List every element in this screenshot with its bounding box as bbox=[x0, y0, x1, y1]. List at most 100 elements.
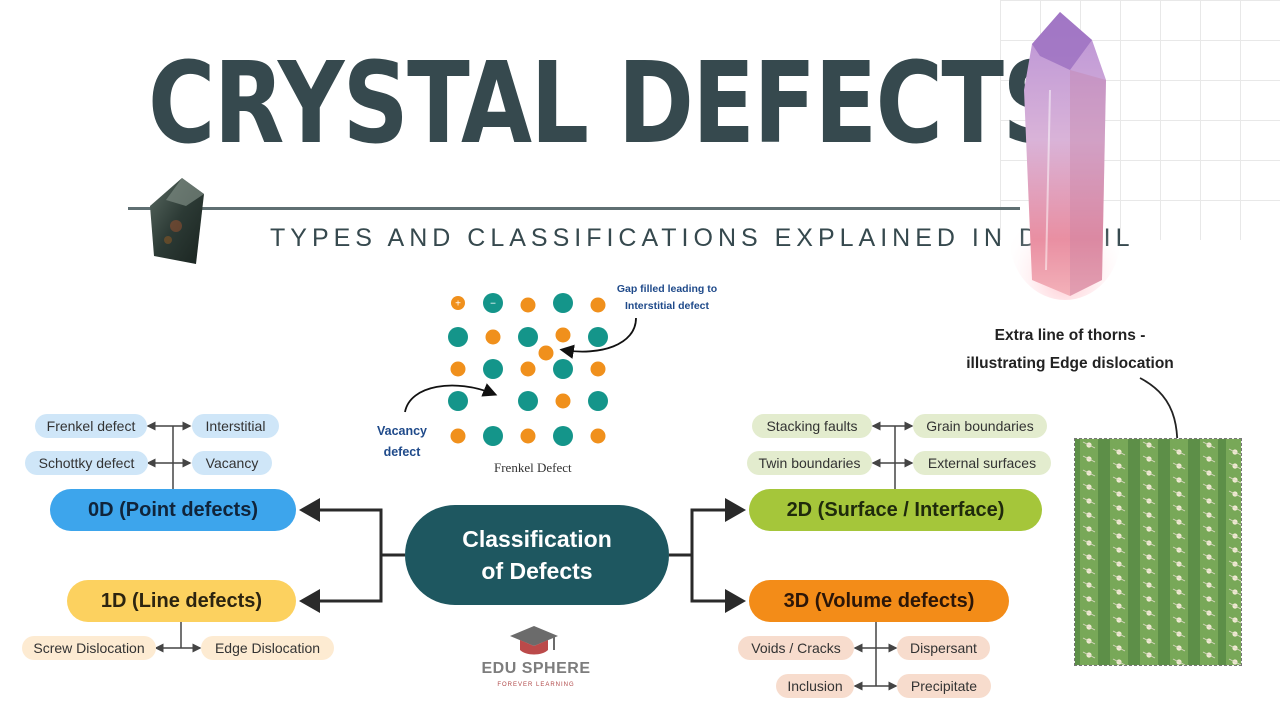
cactus-spine bbox=[1142, 469, 1156, 477]
cactus-spine bbox=[1202, 455, 1216, 463]
minus-sign-icon: − bbox=[490, 299, 496, 310]
cactus-spine bbox=[1082, 469, 1096, 477]
cactus-spine bbox=[1228, 574, 1241, 582]
cactus-spine bbox=[1202, 651, 1216, 659]
cactus-spine bbox=[1142, 637, 1156, 645]
cactus-spine bbox=[1202, 609, 1216, 617]
brand-tagline: FOREVER LEARNING bbox=[497, 682, 575, 688]
cactus-spine bbox=[1172, 630, 1186, 638]
lattice-atom bbox=[520, 361, 536, 377]
cactus-spine bbox=[1112, 616, 1126, 624]
cactus-spine bbox=[1142, 609, 1156, 617]
cactus-spine bbox=[1082, 609, 1096, 617]
cactus-spine bbox=[1172, 546, 1186, 554]
cactus-spine bbox=[1172, 490, 1186, 498]
cactus-spine bbox=[1228, 644, 1241, 652]
cactus-spine bbox=[1112, 490, 1126, 498]
lattice-atom bbox=[590, 361, 606, 377]
cactus-spine bbox=[1228, 630, 1241, 638]
cactus-spine bbox=[1142, 525, 1156, 533]
interstitial-atom bbox=[538, 345, 554, 361]
lattice-atom bbox=[553, 426, 573, 446]
cactus-spine bbox=[1082, 511, 1096, 519]
cactus-spine bbox=[1228, 476, 1241, 484]
lattice-atom bbox=[518, 327, 538, 347]
cactus-spine bbox=[1172, 448, 1186, 456]
cactus-rib bbox=[1200, 439, 1218, 665]
category-3d-volume-defects: 3D (Volume defects) bbox=[749, 580, 1009, 622]
cactus-spine bbox=[1082, 581, 1096, 589]
lattice-atom bbox=[450, 428, 466, 444]
lattice-atom bbox=[485, 329, 501, 345]
cactus-spine bbox=[1082, 651, 1096, 659]
cactus-spine bbox=[1172, 616, 1186, 624]
item-twin-boundaries: Twin boundaries bbox=[747, 451, 872, 475]
lattice-atom bbox=[590, 428, 606, 444]
cactus-spine bbox=[1172, 588, 1186, 596]
cactus-spine bbox=[1172, 602, 1186, 610]
category-2d-surface-interface: 2D (Surface / Interface) bbox=[749, 489, 1042, 531]
cactus-spine bbox=[1142, 595, 1156, 603]
cactus-spine bbox=[1172, 644, 1186, 652]
cactus-spine bbox=[1112, 462, 1126, 470]
cactus-spine bbox=[1142, 651, 1156, 659]
cactus-spine bbox=[1172, 560, 1186, 568]
cactus-spine bbox=[1112, 574, 1126, 582]
lattice-atom bbox=[483, 293, 503, 313]
cactus-spine bbox=[1202, 553, 1216, 561]
cactus-spine bbox=[1142, 455, 1156, 463]
lattice-atom bbox=[588, 327, 608, 347]
item-schottky-defect: Schottky defect bbox=[25, 451, 148, 475]
cactus-spine bbox=[1112, 560, 1126, 568]
cactus-spine bbox=[1082, 595, 1096, 603]
cactus-spine bbox=[1172, 574, 1186, 582]
cactus-spine bbox=[1202, 623, 1216, 631]
category-1d-line-defects: 1D (Line defects) bbox=[67, 580, 296, 622]
cactus-spine bbox=[1112, 658, 1126, 665]
cactus-spine bbox=[1082, 497, 1096, 505]
cactus-spine bbox=[1202, 525, 1216, 533]
item-screw-dislocation: Screw Dislocation bbox=[22, 636, 156, 660]
cactus-spine bbox=[1112, 630, 1126, 638]
cactus-spine bbox=[1228, 616, 1241, 624]
lattice-atom bbox=[588, 391, 608, 411]
cactus-spine bbox=[1202, 539, 1216, 547]
cactus-spine bbox=[1112, 602, 1126, 610]
lattice-atom bbox=[518, 391, 538, 411]
item-inclusion: Inclusion bbox=[776, 674, 854, 698]
frenkel-lattice: +− bbox=[448, 293, 608, 446]
cactus-spine bbox=[1142, 483, 1156, 491]
vacancy-annotation: Vacancy defect bbox=[376, 424, 428, 460]
cactus-spine bbox=[1082, 455, 1096, 463]
cactus-spine bbox=[1142, 581, 1156, 589]
cactus-rib bbox=[1140, 439, 1158, 665]
cactus-spine bbox=[1112, 476, 1126, 484]
cactus-spine bbox=[1112, 546, 1126, 554]
lattice-atom bbox=[520, 297, 536, 313]
item-precipitate: Precipitate bbox=[897, 674, 991, 698]
cactus-spine bbox=[1082, 637, 1096, 645]
cactus-spine bbox=[1202, 581, 1216, 589]
cactus-spine bbox=[1228, 448, 1241, 456]
cactus-spine bbox=[1202, 483, 1216, 491]
cactus-spine bbox=[1202, 567, 1216, 575]
cactus-spine bbox=[1228, 532, 1241, 540]
lattice-atom bbox=[590, 297, 606, 313]
cactus-spine bbox=[1228, 658, 1241, 665]
cactus-spine bbox=[1142, 539, 1156, 547]
frenkel-caption: Frenkel Defect bbox=[494, 460, 572, 475]
lattice-atom bbox=[451, 296, 465, 310]
cactus-illustration bbox=[1075, 439, 1241, 665]
lattice-atom bbox=[448, 391, 468, 411]
cactus-spine bbox=[1112, 518, 1126, 526]
item-external-surfaces: External surfaces bbox=[913, 451, 1051, 475]
page-subtitle: TYPES AND CLASSIFICATIONS EXPLAINED IN D… bbox=[270, 224, 1135, 252]
cactus-spine bbox=[1228, 602, 1241, 610]
cactus-spine bbox=[1142, 623, 1156, 631]
brand-name: EDU SPHERE bbox=[481, 660, 591, 677]
cactus-rib bbox=[1080, 439, 1098, 665]
cactus-spine bbox=[1228, 588, 1241, 596]
cactus-spine bbox=[1082, 525, 1096, 533]
cactus-spine bbox=[1172, 532, 1186, 540]
item-edge-dislocation: Edge Dislocation bbox=[201, 636, 334, 660]
